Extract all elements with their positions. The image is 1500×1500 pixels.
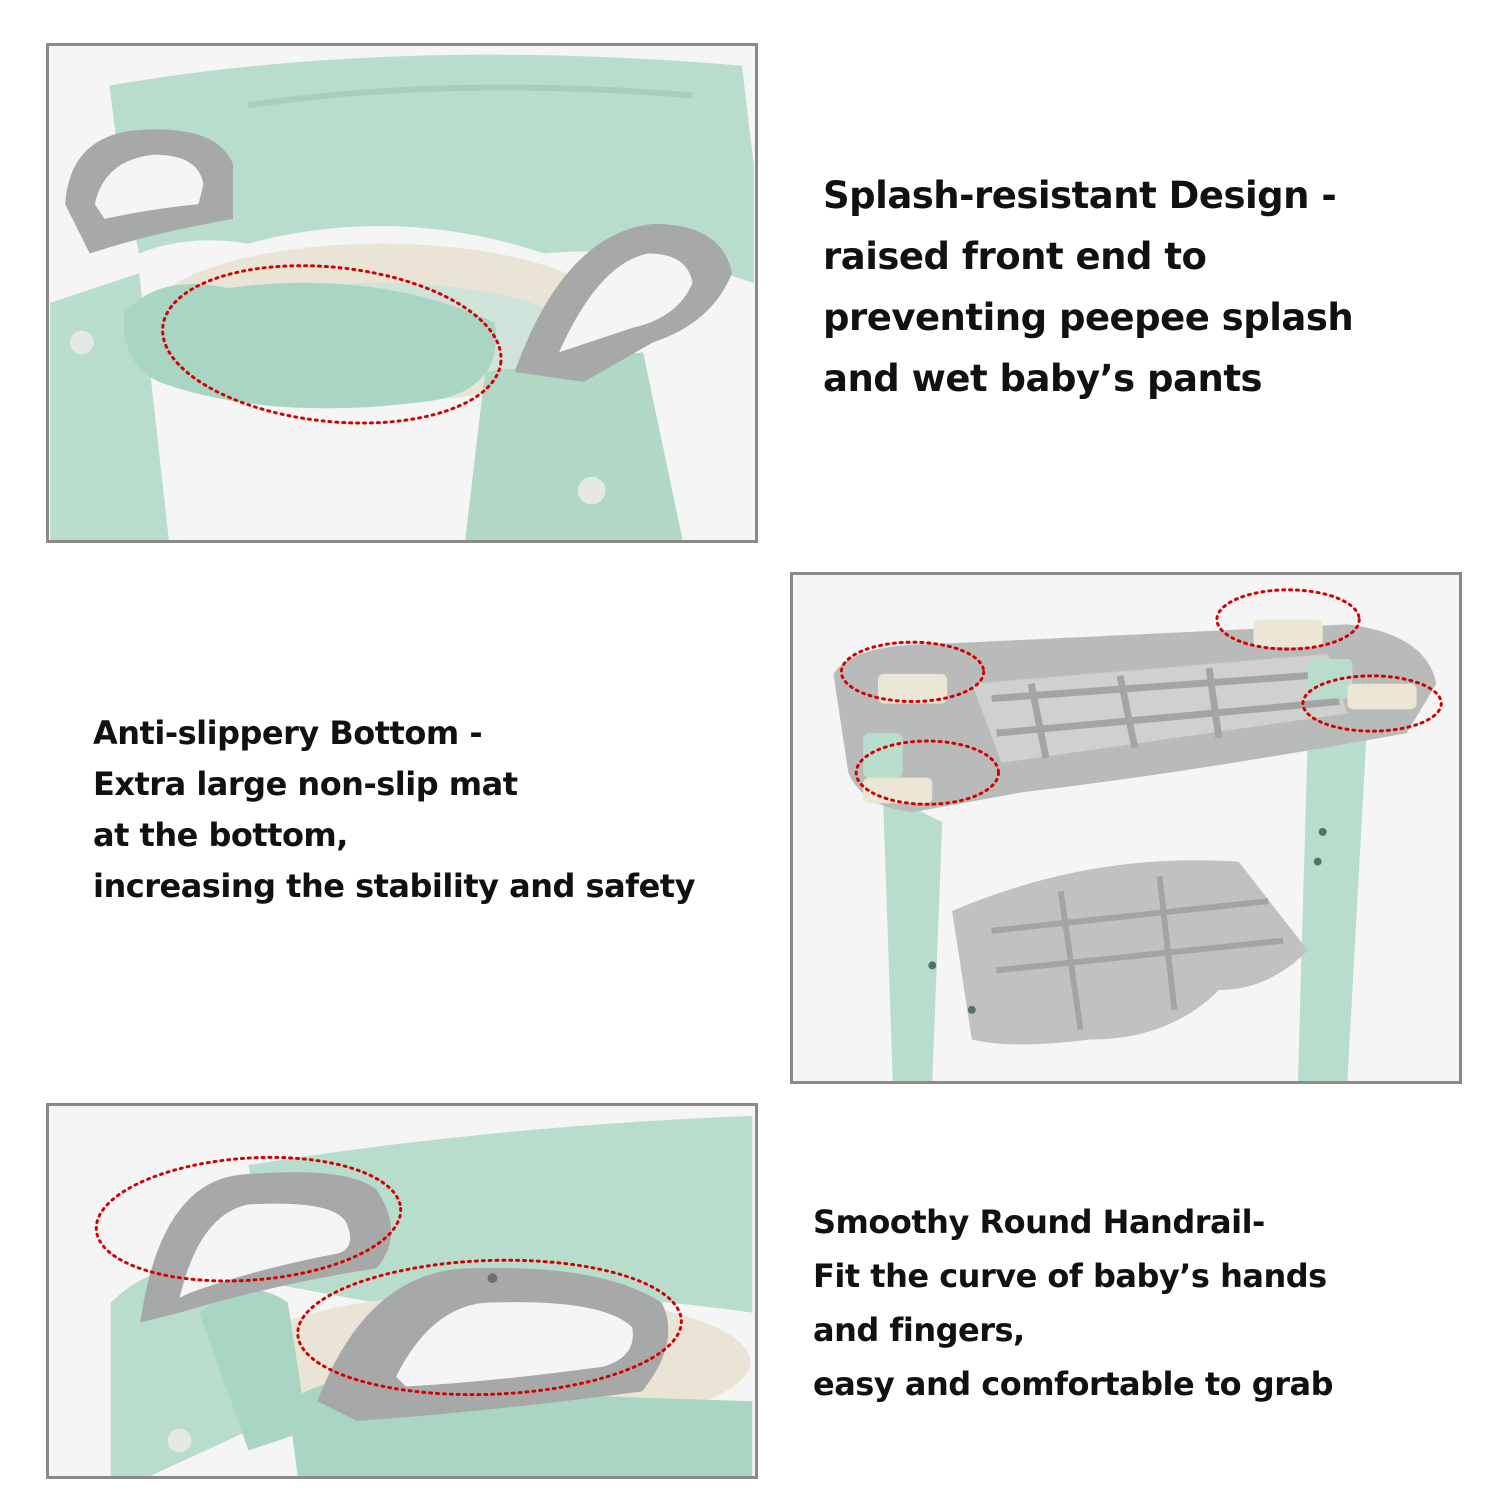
raised-front-highlight: [161, 264, 503, 425]
caption-line: preventing peepee splash: [823, 296, 1354, 339]
caption-line: Extra large non-slip mat: [93, 765, 518, 803]
pad-highlight: [1301, 674, 1443, 733]
handrail-photo: [46, 1103, 758, 1479]
caption-line: Splash-resistant Design -: [823, 174, 1337, 217]
ladder-bottom-photo: [790, 572, 1462, 1084]
seat-front-photo: [46, 43, 758, 543]
ladder-bottom-illustration: [793, 575, 1459, 1081]
anti-slip-feature-caption: Anti-slippery Bottom - Extra large non-s…: [93, 708, 695, 912]
caption-line: and fingers,: [813, 1311, 1025, 1349]
caption-line: Anti-slippery Bottom -: [93, 714, 483, 752]
caption-line: at the bottom,: [93, 816, 348, 854]
handrail-illustration: [51, 1106, 753, 1476]
pad-highlight: [839, 640, 986, 703]
pad-highlight: [854, 739, 1000, 806]
caption-line: raised front end to: [823, 235, 1207, 278]
seat-front-illustration: [50, 46, 754, 540]
handrail-highlight: [94, 1155, 403, 1283]
caption-line: Smoothy Round Handrail-: [813, 1203, 1265, 1241]
caption-line: and wet baby’s pants: [823, 357, 1263, 400]
handrail-feature-caption: Smoothy Round Handrail- Fit the curve of…: [813, 1195, 1333, 1411]
caption-line: easy and comfortable to grab: [813, 1365, 1333, 1403]
pad-highlight: [1215, 588, 1361, 651]
handrail-highlight: [296, 1258, 683, 1397]
caption-line: Fit the curve of baby’s hands: [813, 1257, 1327, 1295]
caption-line: increasing the stability and safety: [93, 867, 695, 905]
splash-feature-caption: Splash-resistant Design - raised front e…: [823, 165, 1354, 409]
